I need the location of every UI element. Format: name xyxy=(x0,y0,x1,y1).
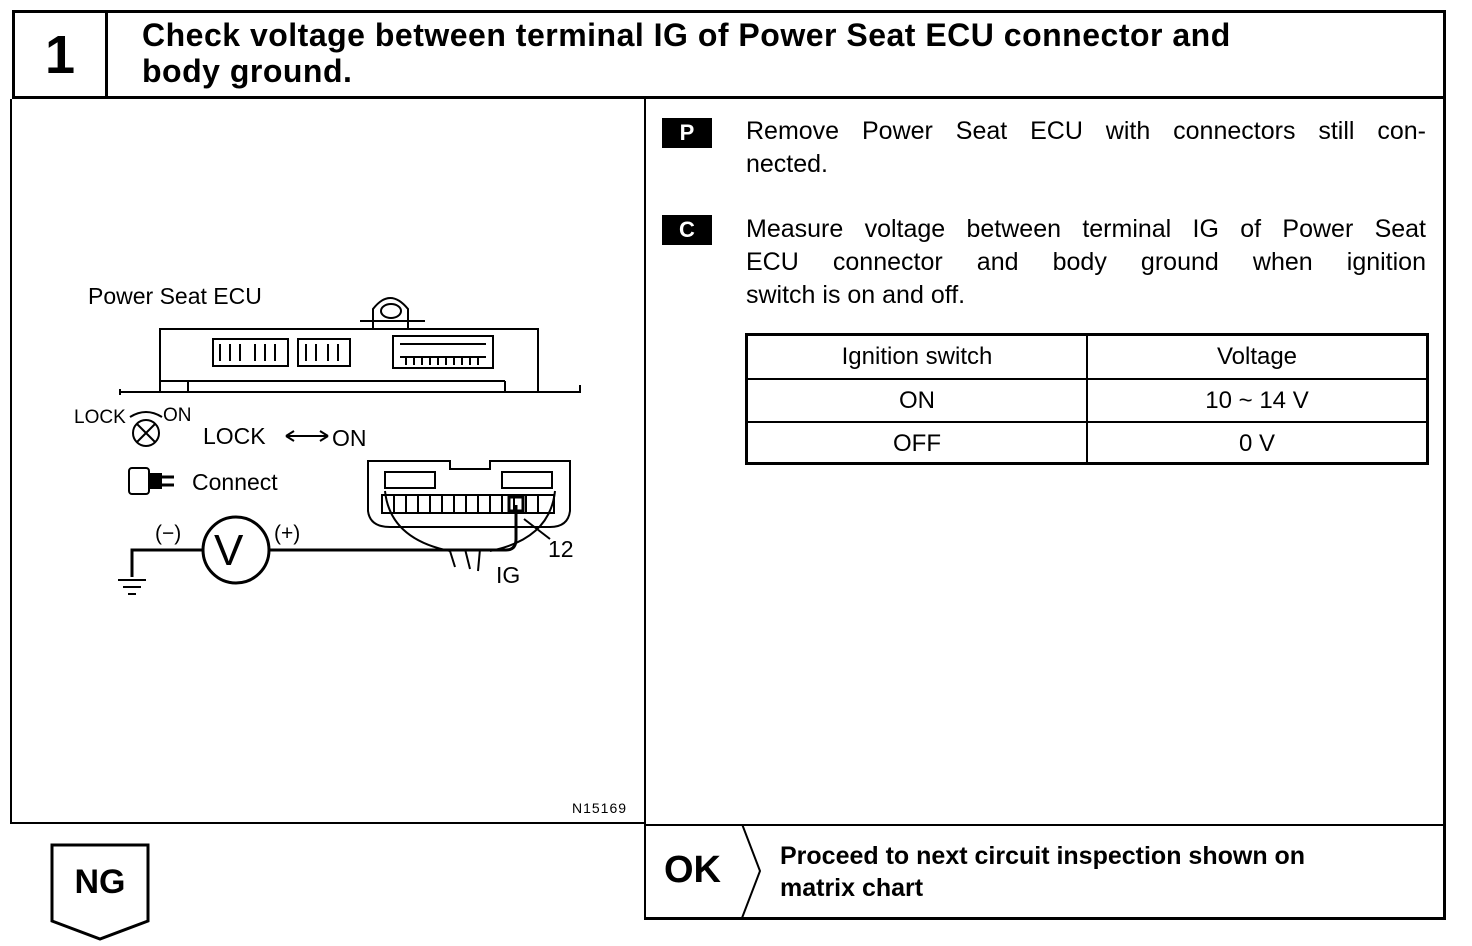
ignition-switch-icon xyxy=(129,411,163,447)
step-number: 1 xyxy=(44,25,76,85)
check-line-1: Measure voltage between terminal IG of P… xyxy=(746,215,1426,243)
check-line-3: switch is on and off. xyxy=(746,281,966,309)
connector-plug-icon xyxy=(128,467,150,495)
table-cell-off-voltage: 0 V xyxy=(1238,430,1276,457)
table-header-voltage: Voltage xyxy=(1216,343,1298,370)
step-title-line-1: Check voltage between terminal IG of Pow… xyxy=(142,17,1231,53)
result-ok-box xyxy=(644,824,1446,920)
procedure-line-1: Remove Power Seat ECU with connectors st… xyxy=(746,117,1426,145)
check-text: Measure voltage between terminal IG of P… xyxy=(746,213,1426,312)
connect-label: Connect xyxy=(192,469,278,495)
double-arrow-icon xyxy=(285,430,329,442)
switch-on-label: ON xyxy=(163,405,192,426)
result-ng-box xyxy=(50,843,150,941)
on-position-label: ON xyxy=(332,425,367,451)
result-ok-line-1: Proceed to next circuit inspection shown… xyxy=(780,842,1306,870)
check-badge: C xyxy=(662,215,712,245)
step-number-cell xyxy=(12,10,108,99)
ground-icon xyxy=(118,579,146,595)
voltmeter-symbol: V xyxy=(214,526,244,575)
minus-lead-label: (−) xyxy=(155,522,182,545)
check-line-2: ECU connector and body ground when ignit… xyxy=(746,248,1426,276)
test-leads xyxy=(130,505,518,577)
result-ok-chevron xyxy=(741,824,762,918)
step-header xyxy=(12,10,1446,99)
ecu-wiring-diagram xyxy=(118,297,581,595)
table-header-divider xyxy=(748,378,1426,380)
ecu-label: Power Seat ECU xyxy=(88,283,262,309)
result-ok-line-2: matrix chart xyxy=(780,874,924,902)
procedure-text: Remove Power Seat ECU with connectors st… xyxy=(746,115,1426,181)
plus-lead-label: (+) xyxy=(274,522,301,545)
ecu-body xyxy=(119,297,581,395)
terminal-number-label: 12 xyxy=(548,536,574,562)
switch-lock-label: LOCK xyxy=(74,407,126,428)
connector-closeup xyxy=(367,460,571,572)
voltmeter-icon xyxy=(201,515,271,585)
procedure-badge: P xyxy=(662,118,712,148)
connector-plug-body xyxy=(148,473,162,489)
illustration-panel xyxy=(10,99,646,824)
table-cell-on: ON xyxy=(899,387,935,414)
table-row-divider xyxy=(748,421,1426,423)
figure-code: N15169 xyxy=(572,800,628,816)
step-title-line-2: body ground. xyxy=(142,53,353,89)
lock-position-label: LOCK xyxy=(203,423,266,449)
step-title: Check voltage between terminal IG of Pow… xyxy=(142,17,1402,89)
table-cell-on-voltage: 10 ~ 14 V xyxy=(1205,387,1309,414)
result-ok-label: OK xyxy=(664,849,721,891)
result-ng-label: NG xyxy=(74,863,126,901)
table-cell-off: OFF xyxy=(893,430,941,457)
instructions-panel xyxy=(644,99,1446,920)
terminal-name-label: IG xyxy=(496,562,521,588)
table-header-ignition: Ignition switch xyxy=(841,343,993,370)
voltage-spec-table: Ignition switch Voltage ON 10 ~ 14 V OFF… xyxy=(745,333,1429,465)
procedure-line-2: nected. xyxy=(746,150,829,178)
table-column-divider xyxy=(1086,336,1088,462)
result-ok-text: Proceed to next circuit inspection shown… xyxy=(780,840,1420,904)
